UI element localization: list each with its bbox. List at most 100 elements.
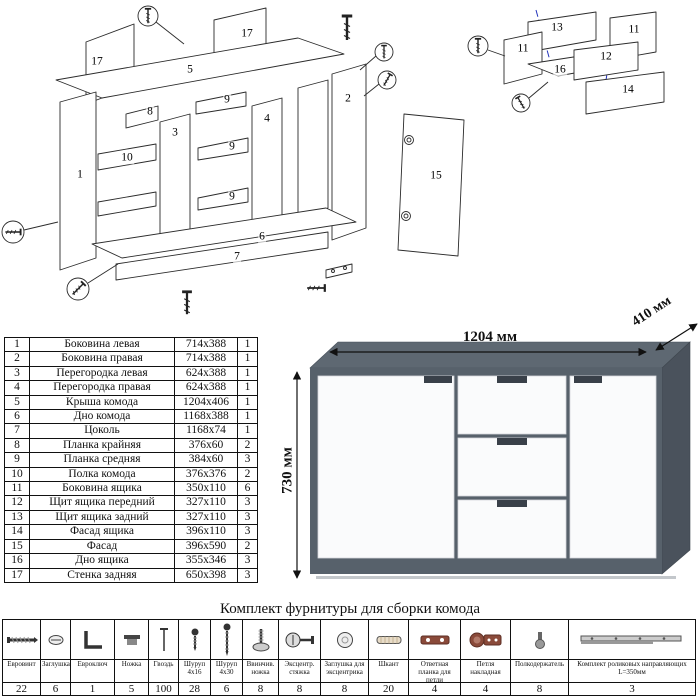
hardware-item: Гвоздь 100: [149, 620, 179, 695]
part-label: 15: [429, 169, 443, 182]
part-size: 396x590: [174, 538, 238, 555]
parts-table-row: 11 Боковина ящика 350x110 6: [4, 481, 258, 497]
part-size: 396x110: [174, 524, 238, 540]
part-quantity: 1: [237, 336, 258, 353]
drawer-slide-icon: [580, 635, 682, 644]
cam-cap-icon: [336, 631, 353, 648]
part-name: Фасад ящика: [29, 524, 175, 540]
part-name: Перегородка правая: [29, 380, 175, 396]
part-name: Фасад: [29, 538, 175, 555]
hardware-item: Эксцентр. стяжка 8: [279, 620, 321, 695]
part-label: 9: [228, 190, 236, 203]
parts-table-row: 4 Перегородка правая 624x388 1: [4, 380, 258, 396]
hardware-qty: 100: [155, 683, 172, 695]
part-name: Щит ящика передний: [29, 495, 175, 511]
part-name: Щит ящика задний: [29, 509, 175, 526]
part-name: Планка средняя: [29, 452, 175, 468]
part-quantity: 2: [237, 466, 258, 483]
dimension-arrows: [292, 323, 698, 579]
part-label: 4: [263, 112, 271, 125]
part-number: 11: [4, 481, 30, 497]
right-door: [569, 375, 657, 559]
part-quantity: 2: [237, 538, 258, 555]
part-number: 14: [4, 524, 30, 540]
exploded-view: [55, 7, 465, 281]
part-label: 3: [171, 126, 179, 139]
part-number: 10: [4, 466, 30, 483]
part-name: Боковина правая: [29, 351, 175, 367]
fastener-callouts: [1, 5, 397, 316]
hardware-name: Полкодержатель: [511, 660, 568, 683]
part-label: 10: [120, 151, 134, 164]
hardware-name: Комплект роликовых направляющих L=350мм: [569, 660, 695, 683]
hex-key-icon: [83, 630, 102, 649]
handle-notches: [424, 376, 602, 507]
parts-table-row: 2 Боковина правая 714x388 1: [4, 351, 258, 367]
part-label: 14: [621, 83, 635, 96]
part-label: 5: [186, 63, 194, 76]
part-number: 17: [4, 567, 30, 583]
parts-table-row: 5 Крыша комода 1204x406 1: [4, 394, 258, 411]
part-number: 15: [4, 538, 30, 555]
hardware-table: Евровинт 22 Заглушка 6 Евроключ 1 Ножка …: [2, 619, 696, 696]
hardware-item: Заглушка 6: [41, 620, 71, 695]
part-quantity: 3: [237, 509, 258, 526]
part-size: 1168x74: [174, 423, 238, 439]
part-size: 355x346: [174, 553, 238, 569]
part-name: Цоколь: [29, 423, 175, 439]
hinge-icon: [469, 632, 501, 647]
part-quantity: 1: [237, 423, 258, 439]
part-name: Крыша комода: [29, 394, 175, 411]
parts-table-row: 1 Боковина левая 714x388 1: [4, 336, 258, 353]
part-quantity: 1: [237, 351, 258, 367]
part-quantity: 3: [237, 524, 258, 540]
dowel-icon: [376, 635, 401, 644]
hardware-qty: 8: [536, 683, 543, 695]
dimension-height: 730 мм: [279, 447, 296, 494]
parts-table-row: 14 Фасад ящика 396x110 3: [4, 524, 258, 540]
hardware-qty: 20: [383, 683, 394, 695]
part-size: 714x388: [174, 351, 238, 367]
part-label: 11: [627, 23, 641, 36]
hardware-item: Евровинт 22: [3, 620, 41, 695]
euro-screw-icon: [6, 636, 38, 643]
parts-table-row: 9 Планка средняя 384x60 3: [4, 452, 258, 468]
hardware-qty: 6: [52, 683, 59, 695]
part-size: 327x110: [174, 495, 238, 511]
part-size: 714x388: [174, 336, 238, 353]
hardware-name: Ответная планка для петли: [409, 660, 460, 683]
part-quantity: 3: [237, 495, 258, 511]
part-name: Боковина ящика: [29, 481, 175, 497]
hardware-qty: 4: [482, 683, 489, 695]
hardware-name: Шуруп 4x16: [179, 660, 210, 683]
hardware-item: Петля накладная 4: [461, 620, 511, 695]
hardware-qty: 6: [223, 683, 230, 695]
part-number: 2: [4, 351, 30, 367]
hardware-name: Шуруп 4x30: [211, 660, 242, 683]
part-size: 384x60: [174, 452, 238, 468]
parts-table-row: 12 Щит ящика передний 327x110 3: [4, 495, 258, 511]
part-size: 327x110: [174, 509, 238, 526]
part-name: Дно ящика: [29, 553, 175, 569]
drawer-front-2: [457, 437, 567, 497]
hardware-qty: 3: [629, 683, 635, 695]
hardware-item: Шуруп 4x30 6: [211, 620, 243, 695]
part-label: 17: [240, 27, 254, 40]
part-number: 8: [4, 437, 30, 454]
part-size: 1204x406: [174, 394, 238, 411]
part-number: 3: [4, 365, 30, 382]
part-name: Полка комода: [29, 466, 175, 483]
parts-table-row: 7 Цоколь 1168x74 1: [4, 423, 258, 439]
part-name: Дно комода: [29, 409, 175, 425]
hardware-item: Ввинчив. ножка 8: [243, 620, 279, 695]
drawer-front-1: [457, 375, 567, 435]
parts-table-row: 16 Дно ящика 355x346 3: [4, 553, 258, 569]
part-label: 9: [223, 93, 231, 106]
part-name: Перегородка левая: [29, 365, 175, 382]
part-size: 350x110: [174, 481, 238, 497]
part-label: 12: [599, 50, 613, 63]
part-label: 13: [550, 21, 564, 34]
part-size: 650x398: [174, 567, 238, 583]
